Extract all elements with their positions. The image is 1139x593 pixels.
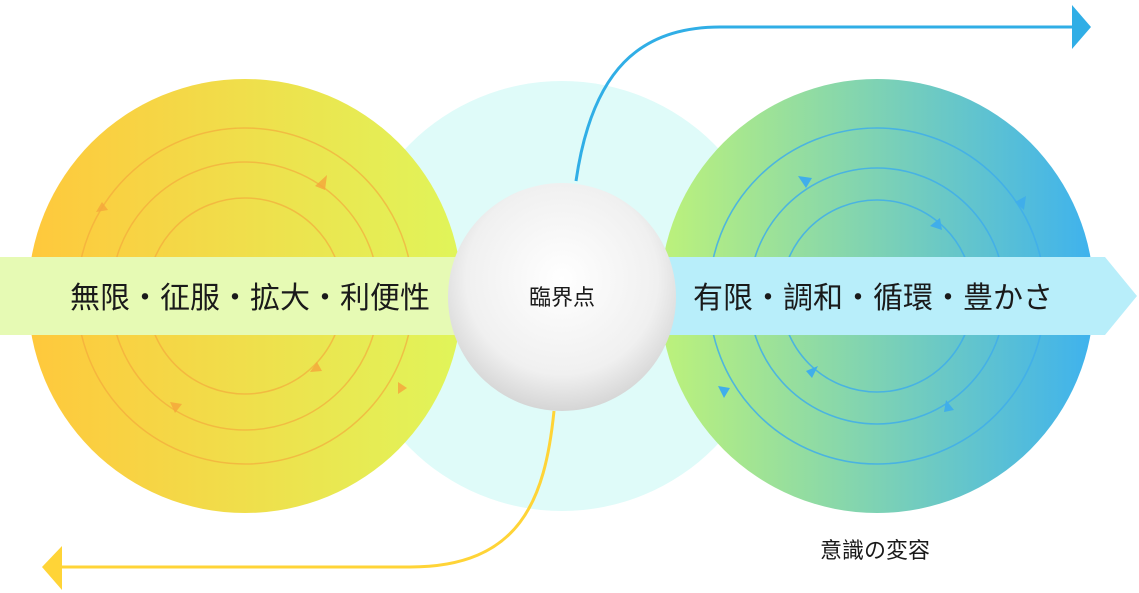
right-ring-arrowheads xyxy=(718,176,1026,412)
left-arrow-band xyxy=(0,257,513,335)
blue-exit-path xyxy=(574,5,1091,182)
critical-point-ball xyxy=(448,183,676,411)
yellow-exit-path xyxy=(42,410,556,590)
critical-point-label: 臨界点 xyxy=(529,286,595,311)
blue-arrowhead xyxy=(1072,5,1091,49)
right-arrow-band xyxy=(627,257,1137,335)
left-band-label: 無限・征服・拡大・利便性 xyxy=(70,281,430,316)
left-ring-arrowheads xyxy=(96,175,407,413)
yellow-arrowhead xyxy=(42,546,62,590)
right-band-label: 有限・調和・循環・豊かさ xyxy=(693,281,1053,316)
caption-consciousness-transformation: 意識の変容 xyxy=(820,539,930,564)
